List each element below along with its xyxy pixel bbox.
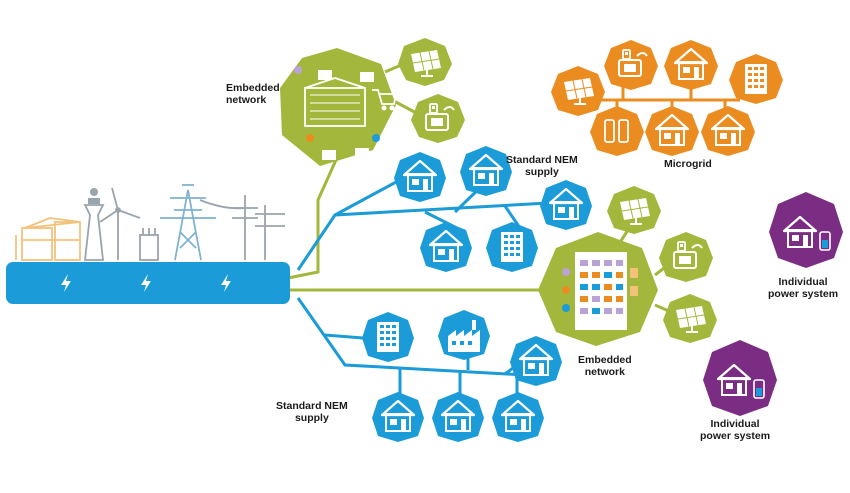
apartment-icon <box>501 232 523 262</box>
label-line: Embedded <box>226 82 280 94</box>
battery-icon <box>819 231 831 251</box>
label-line: Standard NEM <box>506 154 578 166</box>
person-icon <box>372 134 380 142</box>
microgrid-nodes <box>551 40 783 156</box>
transmission-tower-icon <box>160 184 216 261</box>
label-line: network <box>584 366 625 378</box>
line-to-embedded-top <box>287 139 347 280</box>
individual-power-system-top <box>769 192 843 268</box>
individual-power-system-label-top: Individual power system <box>768 276 838 300</box>
green-connection-lines <box>287 139 560 292</box>
label-line: power system <box>700 430 771 442</box>
embedded-network-top <box>280 48 398 166</box>
individual-power-system-bottom <box>703 340 777 416</box>
label-line: Embedded <box>578 354 632 366</box>
embedded-network-mid <box>538 232 658 346</box>
substation-icon <box>15 217 81 261</box>
meter-icon <box>630 268 638 278</box>
person-icon <box>562 286 570 294</box>
person-icon <box>562 304 570 312</box>
power-pole-icon <box>199 195 285 260</box>
label-line: Individual <box>778 276 828 288</box>
envelope-icon <box>322 150 336 160</box>
shopping-cart-icon <box>372 89 398 111</box>
standard-nem-label-bottom: Standard NEM supply <box>276 400 348 424</box>
apartment-icon <box>745 64 767 94</box>
cooling-tower-icon <box>83 188 105 261</box>
person-icon <box>562 268 570 276</box>
meter-icon <box>630 286 638 296</box>
apartment-icon <box>377 322 399 352</box>
person-icon <box>306 134 314 142</box>
wind-turbine-icon <box>99 187 141 260</box>
power-infrastructure <box>15 184 285 261</box>
microgrid-label: Microgrid <box>664 158 712 170</box>
envelope-icon <box>355 148 369 158</box>
label-line: supply <box>294 412 329 424</box>
line-nem-bottom <box>296 297 526 377</box>
shopping-centre-icon <box>304 77 366 127</box>
label-line: power system <box>768 288 839 300</box>
person-icon <box>294 66 302 74</box>
individual-power-system-label-bottom: Individual power system <box>700 418 770 442</box>
standard-nem-label-top: Standard NEM supply <box>506 154 578 178</box>
label-line: Individual <box>710 418 760 430</box>
label-line: network <box>226 94 267 106</box>
transformer-icon <box>139 228 159 261</box>
embedded-network-label-top: Embedded network <box>226 82 280 106</box>
label-line: Standard NEM <box>276 400 348 412</box>
apartment-windows <box>580 260 623 314</box>
nem-top-houses <box>394 146 592 272</box>
battery-icon <box>753 379 765 399</box>
generator-node-top <box>411 94 465 143</box>
envelope-icon <box>318 70 332 80</box>
transmission-grid-bar <box>6 262 290 304</box>
battery-icon <box>604 119 629 143</box>
envelope-icon <box>360 72 374 82</box>
nem-bottom-houses <box>362 310 562 442</box>
solar-node-mid <box>607 186 661 234</box>
solar-node-top <box>398 38 452 86</box>
label-line: supply <box>524 166 559 178</box>
embedded-network-label-mid: Embedded network <box>578 354 632 378</box>
solar-node-mid-2 <box>663 294 717 343</box>
generator-node-mid <box>659 232 713 282</box>
